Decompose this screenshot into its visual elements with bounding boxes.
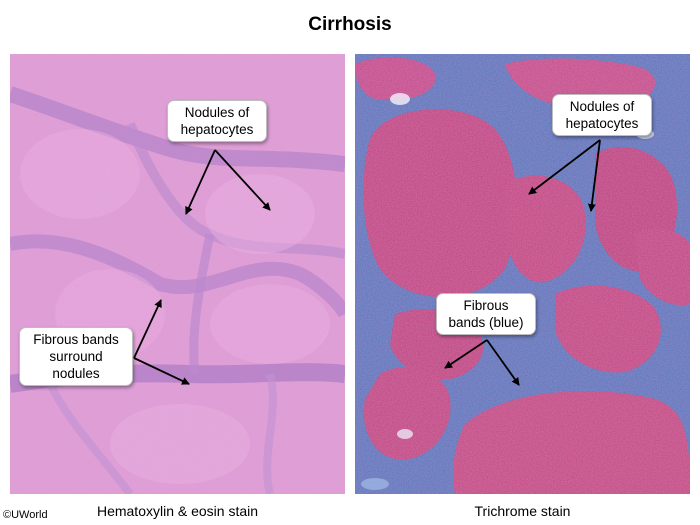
right-nodules-callout: Nodules of hepatocytes xyxy=(552,94,652,136)
callout-line: hepatocytes xyxy=(565,116,639,131)
callout-line: Fibrous bands xyxy=(33,332,119,347)
callout-line: surround xyxy=(49,349,103,364)
callout-line: hepatocytes xyxy=(180,122,254,137)
trichrome-stain-micrograph xyxy=(355,54,690,494)
callout-line: bands (blue) xyxy=(448,315,524,330)
trichrome-stain-image xyxy=(355,54,690,494)
figure-title: Cirrhosis xyxy=(308,14,392,35)
left-nodules-callout: Nodules of hepatocytes xyxy=(167,100,267,142)
callout-line: nodules xyxy=(52,366,100,381)
right-fibrous-callout: Fibrous bands (blue) xyxy=(436,293,536,335)
callout-line: Nodules of xyxy=(184,105,250,120)
left-fibrous-callout: Fibrous bands surround nodules xyxy=(19,327,133,386)
he-stain-caption: Hematoxylin & eosin stain xyxy=(96,503,259,519)
callout-line: Fibrous xyxy=(463,298,509,313)
trichrome-stain-caption: Trichrome stain xyxy=(474,503,571,519)
callout-line: Nodules of xyxy=(569,99,635,114)
copyright-credit: ©UWorld xyxy=(3,509,48,521)
